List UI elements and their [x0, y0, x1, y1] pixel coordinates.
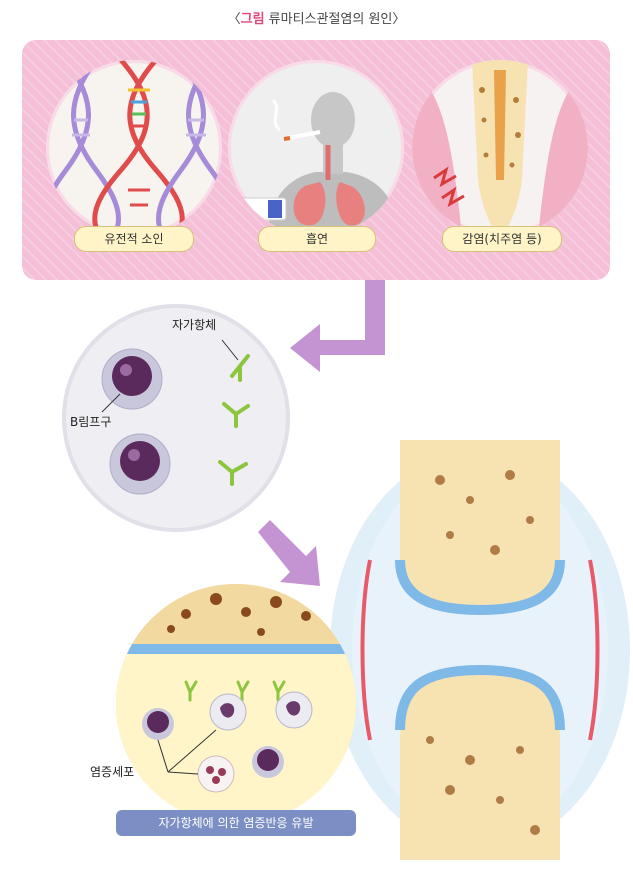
b-lymphocyte-label: B림프구 — [70, 415, 112, 429]
tooth-gum-icon — [412, 60, 588, 236]
cause-genetic-circle — [46, 60, 222, 236]
inflammation-illustration — [116, 584, 356, 824]
cause-smoking-label: 흡연 — [258, 226, 376, 252]
arrow-to-joint — [258, 520, 320, 586]
magnified-joint-circle — [116, 584, 356, 824]
cause-genetic-label: 유전적 소인 — [74, 226, 194, 252]
lungs-smoking-icon — [239, 92, 398, 236]
figure-title: 〈그림 류마티스관절염의 원인〉 — [0, 8, 633, 27]
title-open: 〈 — [227, 12, 241, 27]
dna-icon — [46, 60, 222, 236]
autoantibody-label: 자가항체 — [172, 318, 217, 332]
cause-infection-circle — [412, 60, 588, 236]
bcell-circle — [62, 304, 290, 532]
cause-infection-label: 감염(치주염 등) — [442, 226, 562, 252]
arrow-to-bcell — [290, 280, 385, 372]
result-banner: 자가항체에 의한 염증반응 유발 — [116, 810, 356, 836]
bcell-illustration — [101, 339, 250, 495]
title-rest: 류마티스관절염의 원인〉 — [264, 12, 406, 27]
title-accent: 그림 — [240, 12, 265, 27]
joint-illustration — [330, 440, 630, 860]
cause-smoking-circle — [228, 60, 404, 236]
inflammatory-cells-label: 염증세포 — [90, 765, 135, 779]
causes-panel: 유전적 소인 흡연 — [22, 40, 610, 280]
